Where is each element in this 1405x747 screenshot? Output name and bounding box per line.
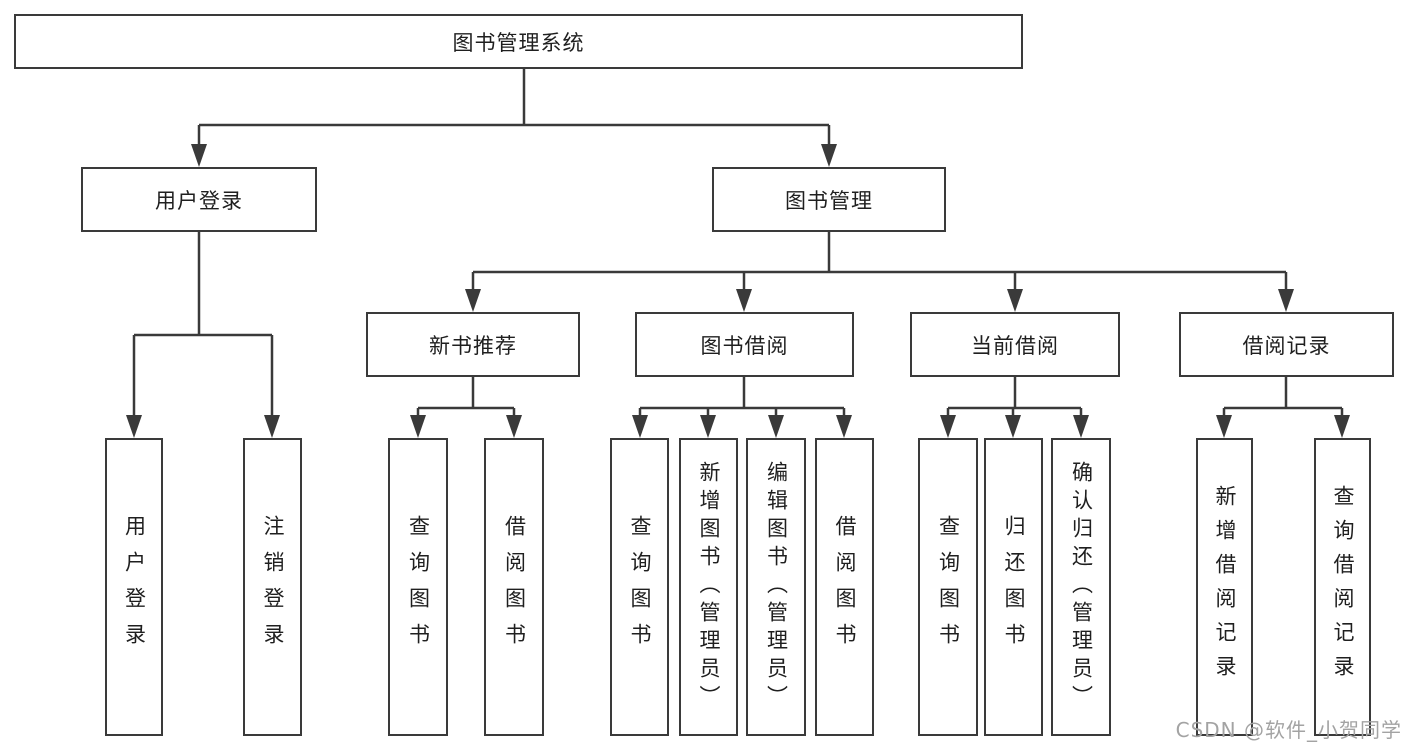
leaf-query-books-current-label: 查询图书 <box>936 515 961 659</box>
leaf-query-books-borrowing: 查询图书 <box>610 438 669 736</box>
leaf-user-login-label: 用户登录 <box>122 515 147 659</box>
node-borrow-records: 借阅记录 <box>1179 312 1394 377</box>
node-borrow-records-label: 借阅记录 <box>1242 333 1331 358</box>
connector-borrow-record <box>1222 377 1344 418</box>
leaf-query-books-borrowing-label: 查询图书 <box>628 515 652 659</box>
leaf-borrow-books-recommend: 借阅图书 <box>484 438 544 736</box>
leaf-confirm-return-admin: 确认归还（管理员） <box>1051 438 1111 736</box>
connector-book-borrow <box>638 377 846 418</box>
leaf-add-borrow-record-label: 新增借阅记录 <box>1213 485 1237 689</box>
leaf-user-login: 用户登录 <box>105 438 163 736</box>
leaf-logout-label: 注销登录 <box>261 515 285 659</box>
connector-root <box>197 69 831 147</box>
leaf-return-books-label: 归还图书 <box>1002 515 1026 659</box>
node-book-management-label: 图书管理 <box>785 188 873 213</box>
leaf-query-books-recommend: 查询图书 <box>388 438 448 736</box>
connector-current-borrow <box>946 377 1083 418</box>
csdn-watermark: CSDN @软件_小贺同学 <box>1175 718 1402 742</box>
leaf-query-books-recommend-label: 查询图书 <box>406 515 431 659</box>
node-new-book-recommend: 新书推荐 <box>366 312 580 377</box>
leaf-add-books-admin-label: 新增图书（管理员） <box>697 461 721 713</box>
leaf-query-borrow-record-label: 查询借阅记录 <box>1331 485 1355 689</box>
node-book-borrowing-label: 图书借阅 <box>700 333 789 358</box>
node-user-login: 用户登录 <box>81 167 317 232</box>
node-root-system-label: 图书管理系统 <box>452 30 585 55</box>
leaf-add-books-admin: 新增图书（管理员） <box>679 438 738 736</box>
leaf-borrow-books: 借阅图书 <box>815 438 874 736</box>
connector-user-login <box>132 232 274 418</box>
leaf-edit-books-admin: 编辑图书（管理员） <box>746 438 806 736</box>
node-current-borrowing-label: 当前借阅 <box>971 333 1059 358</box>
connector-new-book <box>416 377 516 418</box>
leaf-query-borrow-record: 查询借阅记录 <box>1314 438 1371 736</box>
leaf-edit-books-admin-label: 编辑图书（管理员） <box>764 461 789 713</box>
node-root-system: 图书管理系统 <box>14 14 1023 69</box>
leaf-query-books-current: 查询图书 <box>918 438 978 736</box>
node-current-borrowing: 当前借阅 <box>910 312 1120 377</box>
node-book-management: 图书管理 <box>712 167 946 232</box>
arrowheads <box>126 144 1350 438</box>
leaf-borrow-books-label: 借阅图书 <box>833 515 857 659</box>
leaf-confirm-return-admin-label: 确认归还（管理员） <box>1069 461 1094 713</box>
node-user-login-label: 用户登录 <box>155 188 243 213</box>
node-new-book-recommend-label: 新书推荐 <box>429 333 517 358</box>
leaf-borrow-books-recommend-label: 借阅图书 <box>502 515 527 659</box>
leaf-add-borrow-record: 新增借阅记录 <box>1196 438 1253 736</box>
leaf-logout: 注销登录 <box>243 438 302 736</box>
leaf-return-books: 归还图书 <box>984 438 1043 736</box>
node-book-borrowing: 图书借阅 <box>635 312 854 377</box>
connector-book-mgmt <box>471 232 1288 292</box>
